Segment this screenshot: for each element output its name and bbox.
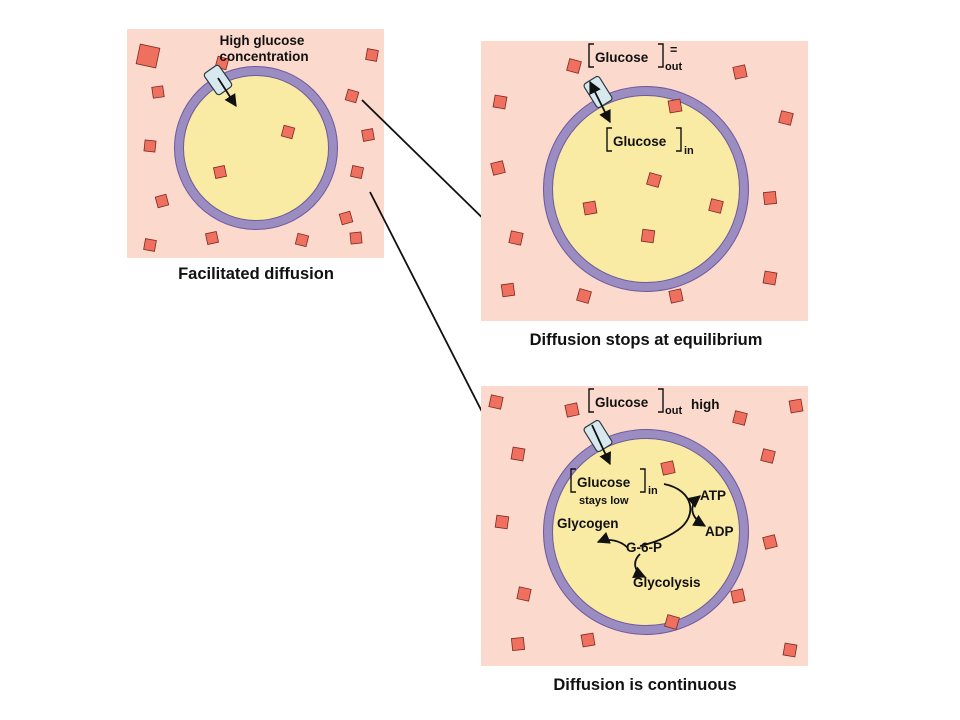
out-high-label: high	[691, 397, 720, 412]
glucose-molecule	[760, 448, 776, 464]
panel-equilibrium: Glucose out = Glucose in Diffusion stops…	[481, 41, 808, 349]
glucose-molecule	[576, 288, 592, 304]
glucose-molecule	[667, 98, 683, 114]
glycogen-label: Glycogen	[557, 516, 619, 531]
glucose-molecule	[492, 94, 508, 110]
bidirectional-arrow	[589, 80, 611, 124]
glucose-molecule	[788, 398, 804, 414]
equals-sign: =	[670, 43, 677, 57]
glucose-molecule	[151, 85, 165, 99]
panel-continuous: Glucose out high Glucose in stays low AT…	[481, 386, 808, 694]
glucose-molecule	[344, 88, 360, 104]
cell-membrane	[543, 86, 749, 292]
glucose-molecule	[508, 230, 524, 246]
cell-membrane	[174, 66, 338, 230]
glucose-molecule	[154, 193, 170, 209]
glucose-molecule	[582, 200, 598, 216]
glucose-molecule	[580, 632, 596, 648]
arrow-to-continuous	[369, 191, 502, 451]
adp-label: ADP	[705, 524, 734, 539]
glucose-molecule	[762, 270, 778, 286]
glucose-molecule	[294, 232, 310, 248]
stays-low-label: stays low	[579, 495, 629, 507]
glucose-to-g6p-arrow	[639, 483, 692, 547]
glucose-molecule	[490, 160, 506, 176]
glucose-molecule	[564, 402, 580, 418]
high-glucose-label: High glucose	[220, 33, 305, 48]
caption-facilitated-diffusion: Facilitated diffusion	[178, 265, 334, 283]
glucose-in-label: Glucose	[613, 134, 667, 149]
glucose-molecule	[350, 165, 364, 179]
glucose-molecule	[640, 228, 656, 244]
glucose-molecule	[762, 534, 778, 550]
concentration-label: concentration	[219, 49, 308, 64]
inward-arrow	[217, 77, 237, 108]
glucose-molecule	[730, 588, 746, 604]
glucose-in-label: Glucose	[577, 475, 631, 490]
inward-arrow	[591, 424, 611, 466]
glycolysis-label: Glycolysis	[633, 575, 701, 590]
atp-label: ATP	[700, 488, 726, 503]
caption-equilibrium: Diffusion stops at equilibrium	[530, 331, 763, 349]
glucose-molecule	[668, 288, 684, 304]
glucose-out-label: Glucose	[595, 50, 649, 65]
glucose-molecule	[516, 586, 532, 602]
glucose-molecules-group	[490, 58, 794, 304]
glucose-molecule	[361, 128, 375, 142]
g6p-to-glycolysis-arrow	[632, 553, 647, 579]
glucose-molecule	[660, 460, 676, 476]
glucose-out-label: Glucose	[595, 395, 649, 410]
glucose-molecule	[664, 614, 680, 630]
glucose-molecule	[762, 190, 778, 206]
glucose-molecule	[280, 124, 296, 140]
glucose-molecule	[349, 231, 363, 245]
glucose-molecule	[135, 43, 161, 69]
glucose-molecules-group	[488, 394, 804, 658]
glucose-molecule	[646, 172, 662, 188]
g6p-to-glycogen-arrow	[596, 531, 629, 549]
glucose-molecule	[778, 110, 794, 126]
glucose-molecule	[143, 238, 157, 252]
glucose-molecule	[782, 642, 798, 658]
panel-facilitated-diffusion: High glucose concentration Facilitated d…	[127, 29, 384, 283]
out-subscript: out	[665, 61, 682, 73]
glucose-molecule	[338, 210, 354, 226]
glucose-molecule	[732, 64, 748, 80]
glucose-molecule	[494, 514, 510, 530]
arrow-to-equilibrium	[361, 99, 504, 239]
glucose-molecule	[510, 636, 526, 652]
glucose-molecule	[213, 165, 227, 179]
glucose-molecule	[143, 139, 157, 153]
cell-membrane	[543, 429, 749, 635]
caption-continuous: Diffusion is continuous	[553, 676, 736, 694]
glucose-molecule	[205, 231, 219, 245]
glucose-molecule	[500, 282, 516, 298]
glucose-molecules-group	[135, 43, 379, 252]
in-subscript: in	[684, 145, 694, 157]
glucose-molecule	[732, 410, 748, 426]
glucose-molecule	[566, 58, 582, 74]
glucose-molecule	[708, 198, 724, 214]
glucose-molecule	[488, 394, 504, 410]
atp-adp-arrow	[687, 495, 707, 527]
in-subscript: in	[648, 485, 658, 497]
out-subscript: out	[665, 405, 682, 417]
glucose-molecule	[510, 446, 526, 462]
g6p-label: G-6-P	[626, 540, 662, 555]
glucose-molecule	[365, 48, 379, 62]
